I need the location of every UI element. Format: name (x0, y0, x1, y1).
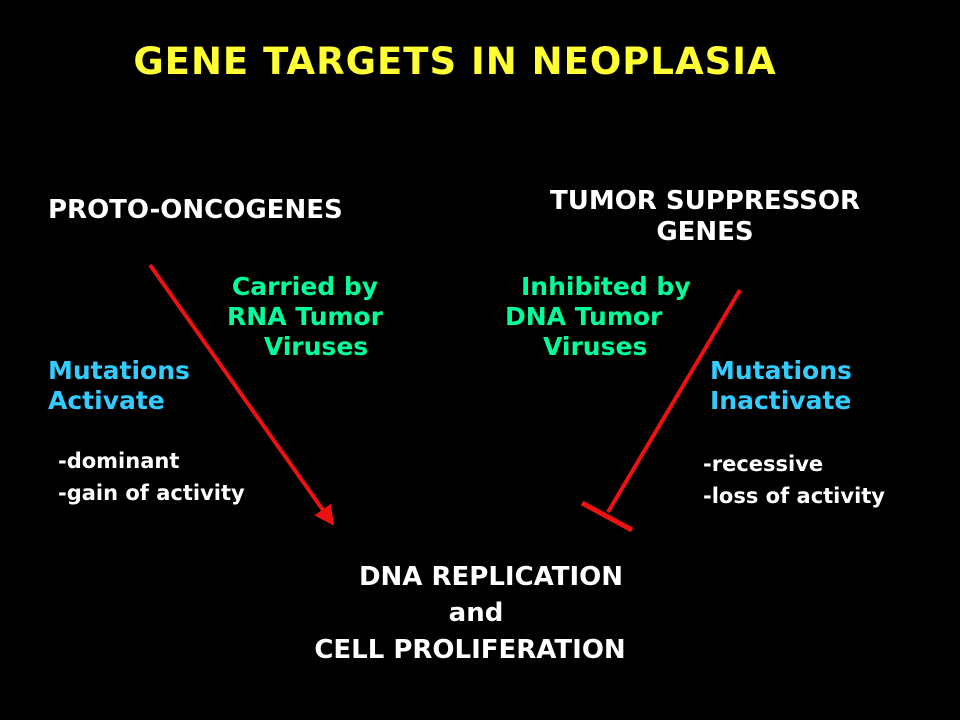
proto-oncogenes-heading: PROTO-ONCOGENES (48, 195, 343, 225)
mutations-activate-line-2: Activate (48, 386, 165, 415)
inhibited-line-3: Viruses (543, 332, 648, 361)
tumor-suppressor-line-2: GENES (656, 217, 754, 248)
inhibition-bar (580, 500, 634, 533)
oncogene-traits: -dominant -gain of activity (58, 446, 245, 509)
carried-line-1: Carried by (231, 272, 379, 301)
bottom-line-2: and (448, 598, 504, 629)
tumor-suppressor-line-1: TUMOR SUPPRESSOR (549, 186, 861, 216)
mutations-inactivate-label: Mutations Inactivate (710, 356, 852, 416)
bottom-line-3: CELL PROLIFERATION (314, 634, 626, 665)
trait-gain-of-activity: -gain of activity (58, 480, 245, 505)
mutations-inactivate-line-2: Inactivate (710, 386, 852, 415)
inhibition-line (606, 288, 742, 514)
mutations-activate-label: Mutations Activate (48, 356, 190, 416)
inhibited-line-1: Inhibited by (521, 272, 691, 301)
mutations-inactivate-line-1: Mutations (710, 356, 852, 385)
carried-by-rna-label: Carried by RNA Tumor Viruses (205, 272, 405, 362)
suppressor-traits: -recessive -loss of activity (703, 449, 885, 512)
bottom-line-1: DNA REPLICATION (358, 562, 624, 592)
carried-line-2: RNA Tumor (227, 302, 383, 331)
tumor-suppressor-heading: TUMOR SUPPRESSOR GENES (520, 186, 890, 248)
activation-arrow (148, 263, 335, 526)
carried-line-3: Viruses (263, 332, 369, 361)
slide-title: GENE TARGETS IN NEOPLASIA (133, 40, 777, 83)
mutations-activate-line-1: Mutations (48, 356, 190, 385)
inhibited-by-dna-label: Inhibited by DNA Tumor Viruses (505, 272, 691, 362)
trait-recessive: -recessive (703, 452, 824, 476)
inhibited-line-2: DNA Tumor (505, 302, 663, 331)
trait-dominant: -dominant (58, 449, 180, 473)
trait-loss-of-activity: -loss of activity (703, 483, 885, 508)
dna-replication-block: DNA REPLICATION and CELL PROLIFERATION (270, 559, 670, 668)
